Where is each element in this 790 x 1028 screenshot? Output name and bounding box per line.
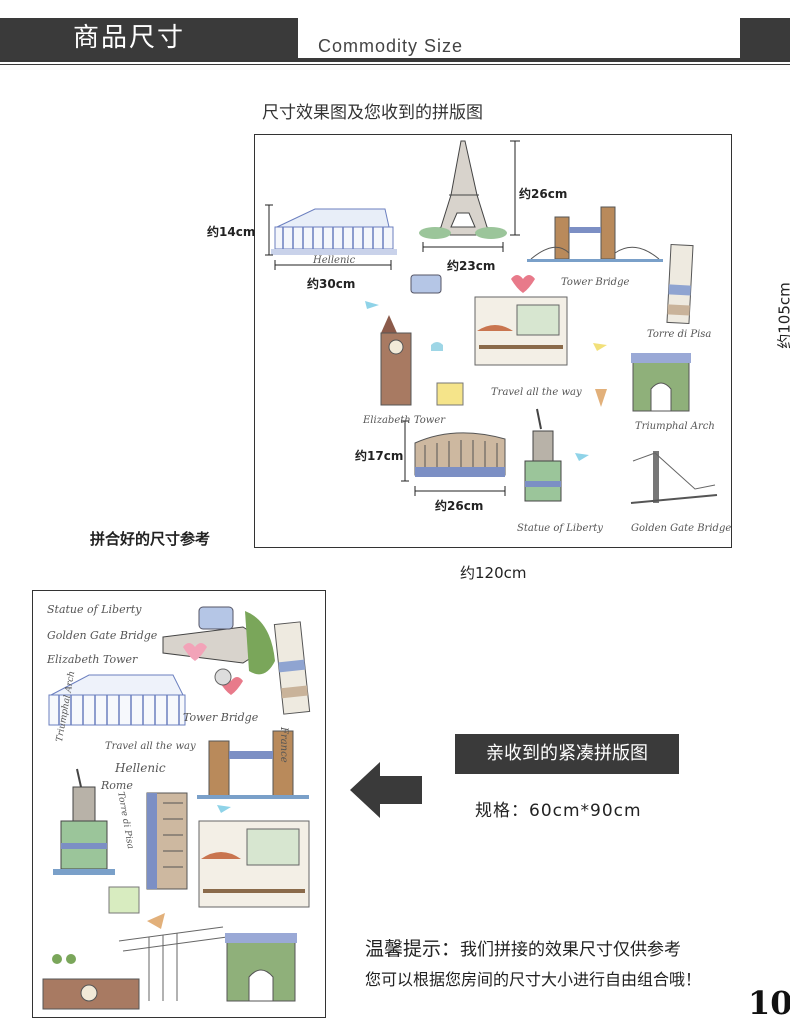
caption-golden-gate: Golden Gate Bridge	[631, 523, 732, 534]
sheet-text-travel: Travel all the way	[105, 741, 196, 752]
statue-of-liberty-illustration	[524, 408, 562, 502]
sheet-colosseum-illustration	[146, 792, 188, 890]
header-bar	[0, 18, 298, 58]
sheet-clock-icon	[214, 668, 232, 686]
dim-hellenic-width: 约30cm	[307, 277, 356, 291]
sheet-text-golden-gate: Golden Gate Bridge	[47, 629, 158, 642]
paper-plane-icon	[365, 301, 379, 309]
tower-bridge-illustration	[527, 206, 663, 262]
header-title: 商品尺寸	[72, 23, 185, 53]
dim-hellenic-height: 约14cm	[207, 225, 256, 239]
heart-icon	[511, 275, 535, 293]
caption-travel: Travel all the way	[491, 387, 582, 398]
header-rule	[0, 58, 790, 62]
total-height: 约105cm	[775, 282, 790, 349]
page-number: 10	[748, 984, 790, 1022]
suitcase-icon	[436, 382, 464, 406]
sheet-arch-illustration	[225, 933, 297, 1002]
caption-tower-bridge: Tower Bridge	[561, 277, 630, 288]
tip-line-1: 温馨提示：我们拼接的效果尺寸仅供参考	[365, 934, 681, 961]
eiffel-tower-illustration	[419, 140, 507, 239]
tip-text-1: 我们拼接的效果尺寸仅供参考	[460, 940, 682, 960]
section-title: 尺寸效果图及您收到的拼版图	[262, 103, 483, 123]
header-block-right	[740, 18, 790, 58]
header-rule-thin	[0, 64, 790, 65]
dimension-lines	[265, 140, 520, 496]
sheet-text-elizabeth: Elizabeth Tower	[47, 653, 138, 666]
sheet-dot-icon	[52, 954, 62, 964]
sheet-hellenic-illustration	[48, 674, 186, 726]
sheet-liberty-illustration	[53, 768, 115, 875]
sheet-paper-plane-icon	[217, 805, 231, 813]
reference-label: 拼合好的尺寸参考	[90, 530, 211, 548]
golden-gate-bridge-illustration	[630, 451, 718, 504]
caption-arch: Triumphal Arch	[635, 421, 715, 432]
total-width: 约120cm	[460, 564, 527, 582]
caption-elizabeth: Elizabeth Tower	[363, 415, 446, 426]
sheet-text-tower-bridge: Tower Bridge	[183, 711, 259, 724]
coffee-cup-icon	[431, 342, 443, 351]
dim-colosseum-height: 约17cm	[355, 449, 404, 463]
sheet-suitcase-icon	[108, 886, 140, 914]
sheet-golden-gate-illustration	[118, 926, 228, 1001]
sheet-elizabeth-illustration	[42, 978, 140, 1010]
tip-line-2: 您可以根据您房间的尺寸大小进行自由组合哦！	[365, 970, 702, 989]
triumphal-arch-illustration	[631, 353, 691, 412]
colosseum-illustration	[414, 432, 506, 477]
header-subtitle: Commodity Size	[318, 36, 464, 56]
sheet-pisa-illustration	[273, 621, 311, 715]
dim-eiffel-width: 约23cm	[447, 259, 496, 273]
sheet-text-hellenic: Hellenic	[115, 761, 166, 775]
compact-sheet-tag: 亲收到的紧凑拼版图	[455, 734, 679, 774]
compact-sheet-frame: Statue of Liberty Golden Gate Bridge Eli…	[32, 590, 326, 1018]
dim-eiffel-height: 约26cm	[519, 187, 568, 201]
spec-size: 规格：60cm*90cm	[475, 801, 642, 821]
sheet-dot-icon-2	[66, 954, 76, 964]
sheet-ice-cream-icon	[147, 913, 165, 929]
hellenic-temple-illustration	[271, 208, 397, 255]
paper-plane-icon-2	[593, 343, 607, 351]
assembled-layout-frame: 约14cm 约30cm 约26cm 约23cm 约17cm 约26cm Hell…	[207, 134, 732, 548]
sheet-heart-icon	[183, 643, 207, 661]
pisa-tower-illustration	[666, 243, 694, 325]
cafe-scene-illustration	[474, 296, 568, 366]
caption-hellenic: Hellenic	[313, 255, 356, 266]
sheet-tower-bridge-illustration	[197, 730, 309, 799]
elizabeth-tower-illustration	[380, 315, 412, 406]
caption-pisa: Torre di Pisa	[647, 329, 712, 340]
caption-liberty: Statue of Liberty	[517, 523, 603, 534]
sheet-text-liberty: Statue of Liberty	[47, 603, 142, 616]
ice-cream-icon	[595, 389, 607, 407]
sheet-text-rome: Rome	[101, 779, 133, 792]
sheet-camera-icon	[198, 606, 234, 630]
tip-lead: 温馨提示：	[365, 938, 461, 960]
left-arrow-icon	[350, 762, 422, 818]
paper-plane-icon-3	[575, 453, 589, 461]
dim-colosseum-width: 约26cm	[435, 499, 484, 513]
sheet-cafe-illustration	[198, 820, 310, 908]
assembled-layout-illustration	[265, 140, 718, 504]
compact-sheet-illustration	[42, 606, 311, 1010]
sheet-text-france: France	[278, 727, 289, 763]
camera-icon	[410, 274, 442, 294]
